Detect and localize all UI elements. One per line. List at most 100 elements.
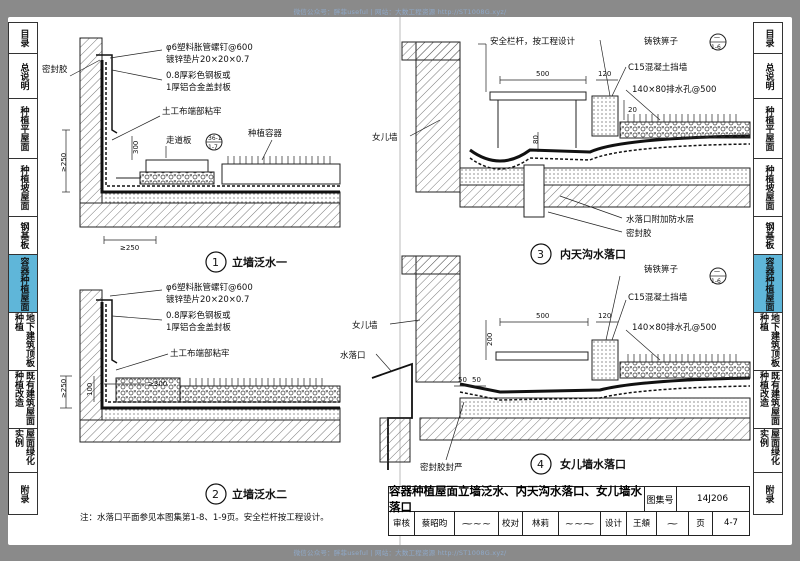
d3-rail-label: 安全栏杆，按工程设计	[490, 36, 576, 47]
left-tab-label: 种植坡屋面	[18, 165, 29, 210]
right-tab-9[interactable]: 附录	[753, 473, 783, 515]
left-tab-1[interactable]: 总说明	[8, 54, 38, 99]
d2-cloth-label: 土工布端部粘牢	[170, 348, 230, 359]
right-tab-label: 种植平屋面	[763, 106, 774, 151]
right-tab-5[interactable]: 容器种植屋面	[753, 255, 783, 313]
left-tab-label: 屋面绿化实例	[13, 429, 34, 465]
d2-nail-label: φ6塑料胀管螺钉@600	[166, 282, 253, 293]
design-label: 设计	[601, 511, 627, 535]
right-tab-label: 附录	[763, 484, 774, 503]
left-tab-2[interactable]: 种植平屋面	[8, 99, 38, 159]
d1-seal-label: 密封胶	[42, 64, 68, 75]
detail-4-drawing	[371, 255, 751, 470]
detail-3-number: 3	[537, 248, 544, 261]
d3-dim-120: 120	[598, 70, 611, 78]
d3-dim-500: 500	[536, 70, 549, 78]
detail-4-number-circle	[530, 453, 552, 475]
right-tab-label: 钢基板	[763, 222, 774, 249]
right-tab-label: 地下建筑顶板种植	[758, 313, 779, 367]
right-tab-8[interactable]: 屋面绿化实例	[753, 429, 783, 473]
d1-dim-300: 300	[132, 141, 140, 154]
detail-2-title: 立墙泛水二	[232, 487, 287, 501]
detail-4-number: 4	[537, 458, 544, 471]
left-tab-7[interactable]: 既有建筑屋面种植改造	[8, 371, 38, 429]
detail-3-number-circle	[530, 243, 552, 265]
left-tab-0[interactable]: 目录	[8, 22, 38, 54]
left-tab-9[interactable]: 附录	[8, 473, 38, 515]
reviewer-signature: ⁓~~	[455, 511, 499, 535]
d4-ref-top: 一	[714, 269, 720, 276]
detail-1-number: 1	[212, 256, 219, 269]
d3-grate-label: 铸铁箅子	[644, 36, 679, 47]
left-tab-label: 既有建筑屋面种植改造	[13, 371, 34, 425]
right-tab-7[interactable]: 既有建筑屋面种植改造	[753, 371, 783, 429]
d1-container-label: 种植容器	[248, 128, 283, 139]
left-tab-label: 钢基板	[18, 222, 29, 249]
d4-c15-label: C15混凝土挡墙	[628, 292, 688, 303]
d4-dim-50a: 50	[458, 376, 467, 384]
page-number: 4-7	[724, 518, 738, 528]
left-tab-label: 附录	[18, 484, 29, 503]
check-label: 校对	[499, 511, 523, 535]
detail-1-number-circle	[205, 251, 227, 273]
left-tab-label: 总说明	[18, 62, 29, 90]
left-tab-4[interactable]: 钢基板	[8, 217, 38, 255]
d1-walkway-label: 走道板	[166, 135, 192, 146]
left-tab-6[interactable]: 地下建筑顶板种植	[8, 313, 38, 371]
d3-hole-label: 140×80排水孔@500	[632, 84, 716, 95]
detail-3-drawing	[401, 33, 751, 233]
right-tab-label: 既有建筑屋面种植改造	[758, 371, 779, 425]
d2-dim-100: 100	[86, 383, 94, 396]
right-tab-label: 总说明	[763, 62, 774, 90]
reviewer-name: 蔡昭昀	[415, 511, 455, 535]
d4-grate-label: 铸铁箅子	[644, 264, 679, 275]
atlas-number: 14J206	[676, 487, 749, 512]
d3-dim-20: 20	[628, 106, 637, 114]
d3-ref-bot: 1-6	[711, 44, 721, 51]
page-gutter	[399, 17, 401, 545]
detail-2-number-circle	[205, 483, 227, 505]
detail-1-drawing	[62, 37, 341, 244]
d1-ref-bot: 1-7	[208, 144, 218, 151]
left-tab-5[interactable]: 容器种植屋面	[8, 255, 38, 313]
right-tab-4[interactable]: 钢基板	[753, 217, 783, 255]
left-tab-label: 地下建筑顶板种植	[13, 313, 34, 367]
left-tab-label: 容器种植屋面	[18, 256, 29, 311]
d1-plate-label-1: 0.8厚彩色钢板或	[166, 70, 231, 81]
left-tab-8[interactable]: 屋面绿化实例	[8, 429, 38, 473]
left-tab-3[interactable]: 种植坡屋面	[8, 159, 38, 217]
review-label: 审核	[389, 511, 415, 535]
d1-plate-label-2: 1厚铝合金盖封板	[166, 82, 231, 93]
watermark-top: 微信公众号：胖菲useful | 网站：大数工程资源 http://ST1008…	[293, 8, 507, 16]
detail-3-title: 内天沟水落口	[560, 247, 626, 261]
d4-hole-label: 140×80排水孔@500	[632, 322, 716, 333]
d4-seal-label: 密封胶封严	[420, 462, 463, 473]
page-label: 页	[689, 511, 713, 535]
right-tab-column: 目录总说明种植平屋面种植坡屋面钢基板容器种植屋面地下建筑顶板种植既有建筑屋面种植…	[753, 22, 783, 515]
right-tab-6[interactable]: 地下建筑顶板种植	[753, 313, 783, 371]
right-tab-0[interactable]: 目录	[753, 22, 783, 54]
watermark-bottom: 微信公众号：胖菲useful | 网站：大数工程资源 http://ST1008…	[293, 549, 507, 557]
right-tab-2[interactable]: 种植平屋面	[753, 99, 783, 159]
d1-ref-top: 36-1	[208, 135, 222, 142]
drawing-title: 容器种植屋面立墙泛水、内天沟水落口、女儿墙水落口	[389, 484, 645, 514]
d1-dim-250h: ≥250	[120, 244, 139, 252]
d4-outlet-label: 水落口	[340, 350, 366, 361]
right-tab-1[interactable]: 总说明	[753, 54, 783, 99]
designer-signature: ⁓	[657, 511, 689, 535]
d3-dim-80: 80	[532, 135, 540, 144]
left-tab-label: 目录	[18, 29, 29, 47]
d2-plate-label-1: 0.8厚彩色钢板或	[166, 310, 231, 321]
detail-1-title: 立墙泛水一	[232, 255, 287, 269]
right-tab-3[interactable]: 种植坡屋面	[753, 159, 783, 217]
d1-washer-label: 镀锌垫片20×20×0.7	[166, 54, 249, 65]
detail-2-number: 2	[212, 488, 219, 501]
d2-plate-label-2: 1厚铝合金盖封板	[166, 322, 231, 333]
d1-dim-250v: ≥250	[60, 153, 68, 172]
checker-name: 林莉	[523, 511, 559, 535]
right-tab-label: 屋面绿化实例	[758, 429, 779, 465]
atlas-label: 图集号	[644, 487, 677, 512]
d3-drain-add-label: 水落口附加防水层	[626, 214, 694, 225]
left-tab-column: 目录总说明种植平屋面种植坡屋面钢基板容器种植屋面地下建筑顶板种植既有建筑屋面种植…	[8, 22, 38, 515]
left-tab-label: 种植平屋面	[18, 106, 29, 151]
